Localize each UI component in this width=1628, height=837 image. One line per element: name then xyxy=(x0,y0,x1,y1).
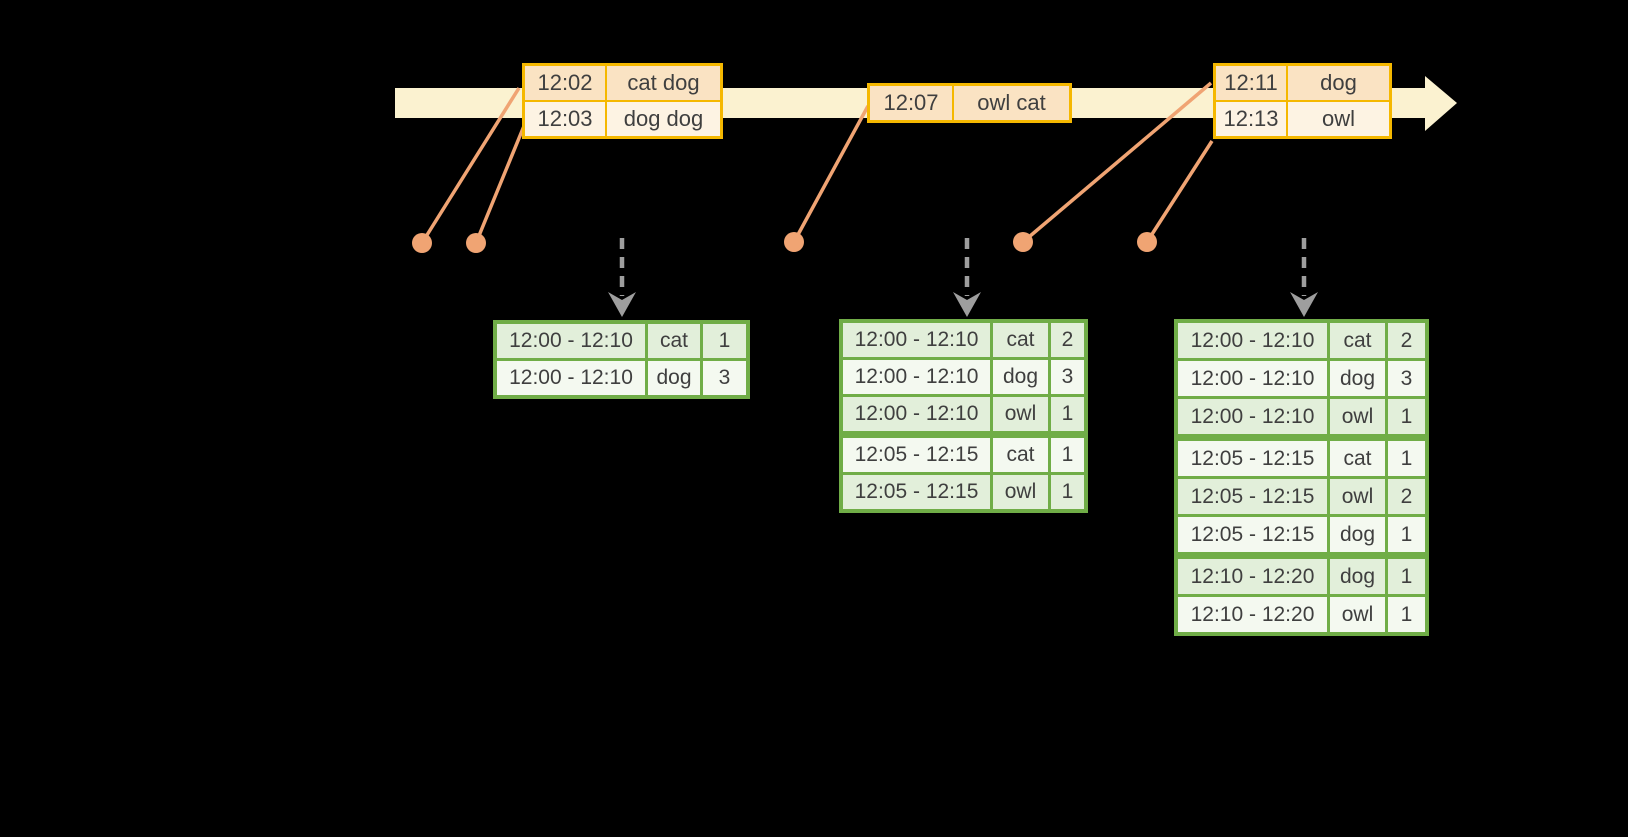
word-cell: owl xyxy=(993,397,1048,431)
window-cell: 12:05 - 12:15 xyxy=(1178,479,1327,514)
event-words-cell: dog dog xyxy=(607,102,720,136)
count-cell: 1 xyxy=(1388,399,1425,434)
window-group: 12:05 - 12:15 cat 1 12:05 - 12:15 owl 2 … xyxy=(1178,441,1425,552)
count-cell: 1 xyxy=(1388,441,1425,476)
result-table: 12:00 - 12:10 cat 2 12:00 - 12:10 dog 3 … xyxy=(1174,319,1429,636)
word-cell: cat xyxy=(1330,441,1385,476)
event-box: 12:11 dog 12:13 owl xyxy=(1213,63,1392,139)
word-cell: dog xyxy=(993,360,1048,394)
event-time-cell: 12:02 xyxy=(525,66,605,100)
window-cell: 12:00 - 12:10 xyxy=(1178,399,1327,434)
window-cell: 12:05 - 12:15 xyxy=(1178,517,1327,552)
word-cell: owl xyxy=(993,475,1048,509)
event-dot xyxy=(784,232,804,252)
event-connector-line xyxy=(1145,140,1214,243)
word-cell: owl xyxy=(1330,399,1385,434)
window-group: 12:00 - 12:10 cat 1 12:00 - 12:10 dog 3 xyxy=(497,324,746,395)
count-cell: 1 xyxy=(1051,438,1084,472)
word-cell: cat xyxy=(1330,323,1385,358)
trigger-arrow-head-icon xyxy=(1290,292,1318,317)
word-cell: cat xyxy=(993,323,1048,357)
window-cell: 12:00 - 12:10 xyxy=(843,360,990,394)
window-group: 12:05 - 12:15 cat 1 12:05 - 12:15 owl 1 xyxy=(843,438,1084,509)
event-words-cell: owl xyxy=(1288,102,1389,136)
trigger-arrow-head-icon xyxy=(608,292,636,317)
trigger-arrow-head-icon xyxy=(953,292,981,317)
event-words-cell: owl cat xyxy=(954,86,1069,120)
event-dot xyxy=(466,233,486,253)
word-cell: cat xyxy=(993,438,1048,472)
count-cell: 1 xyxy=(1388,517,1425,552)
event-dot xyxy=(412,233,432,253)
count-cell: 2 xyxy=(1051,323,1084,357)
word-cell: cat xyxy=(648,324,700,358)
count-cell: 3 xyxy=(1051,360,1084,394)
count-cell: 1 xyxy=(703,324,746,358)
word-cell: dog xyxy=(1330,559,1385,594)
event-connector-line xyxy=(792,105,870,243)
window-group: 12:00 - 12:10 cat 2 12:00 - 12:10 dog 3 … xyxy=(843,323,1084,431)
window-cell: 12:05 - 12:15 xyxy=(1178,441,1327,476)
count-cell: 1 xyxy=(1051,397,1084,431)
count-cell: 1 xyxy=(1388,597,1425,632)
event-connector-line xyxy=(474,125,526,244)
event-time-cell: 12:07 xyxy=(870,86,952,120)
count-cell: 3 xyxy=(703,361,746,395)
event-words-cell: dog xyxy=(1288,66,1389,100)
result-table: 12:00 - 12:10 cat 1 12:00 - 12:10 dog 3 xyxy=(493,320,750,399)
window-cell: 12:10 - 12:20 xyxy=(1178,597,1327,632)
word-cell: owl xyxy=(1330,479,1385,514)
event-connector-line xyxy=(1021,81,1213,244)
window-group: 12:00 - 12:10 cat 2 12:00 - 12:10 dog 3 … xyxy=(1178,323,1425,434)
count-cell: 2 xyxy=(1388,479,1425,514)
event-box: 12:07 owl cat xyxy=(867,83,1072,123)
word-cell: dog xyxy=(1330,517,1385,552)
word-cell: owl xyxy=(1330,597,1385,632)
count-cell: 1 xyxy=(1388,559,1425,594)
word-cell: dog xyxy=(648,361,700,395)
event-dot xyxy=(1013,232,1033,252)
timeline-arrow-head-icon xyxy=(1425,76,1457,131)
event-connector-line xyxy=(420,87,521,244)
event-words-cell: cat dog xyxy=(607,66,720,100)
window-cell: 12:10 - 12:20 xyxy=(1178,559,1327,594)
count-cell: 2 xyxy=(1388,323,1425,358)
count-cell: 1 xyxy=(1051,475,1084,509)
window-cell: 12:00 - 12:10 xyxy=(1178,361,1327,396)
event-time-cell: 12:11 xyxy=(1216,66,1286,100)
event-box: 12:02 cat dog 12:03 dog dog xyxy=(522,63,723,139)
window-cell: 12:00 - 12:10 xyxy=(843,397,990,431)
window-cell: 12:00 - 12:10 xyxy=(497,361,645,395)
event-time-cell: 12:03 xyxy=(525,102,605,136)
window-cell: 12:05 - 12:15 xyxy=(843,475,990,509)
window-cell: 12:00 - 12:10 xyxy=(843,323,990,357)
window-cell: 12:05 - 12:15 xyxy=(843,438,990,472)
word-cell: dog xyxy=(1330,361,1385,396)
window-cell: 12:00 - 12:10 xyxy=(497,324,645,358)
event-time-cell: 12:13 xyxy=(1216,102,1286,136)
window-cell: 12:00 - 12:10 xyxy=(1178,323,1327,358)
window-group: 12:10 - 12:20 dog 1 12:10 - 12:20 owl 1 xyxy=(1178,559,1425,632)
result-table: 12:00 - 12:10 cat 2 12:00 - 12:10 dog 3 … xyxy=(839,319,1088,513)
count-cell: 3 xyxy=(1388,361,1425,396)
event-dot xyxy=(1137,232,1157,252)
